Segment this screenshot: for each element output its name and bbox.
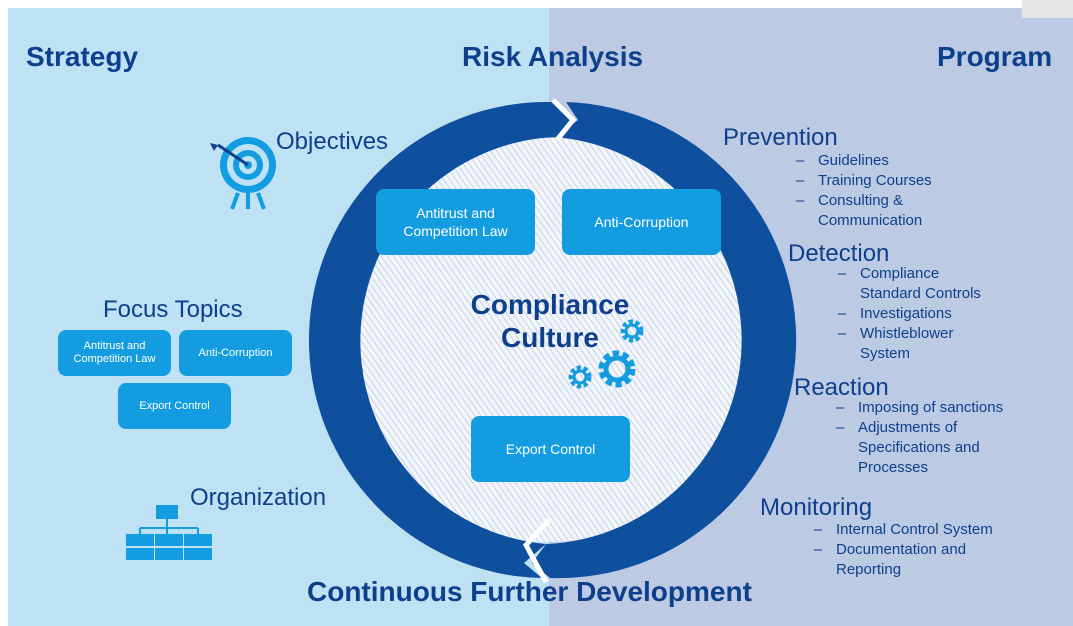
circle-export-control-label: Export Control — [505, 441, 596, 457]
focus-topic-anti-corruption-label: Anti-Corruption — [198, 347, 273, 359]
reaction-item: Adjustments of Specifications and Proces… — [836, 418, 1003, 478]
org-chart-icon — [126, 505, 212, 560]
ring-chevron-bottom — [522, 518, 551, 584]
monitoring-item: Internal Control System — [814, 520, 1024, 540]
reaction-heading: Reaction — [794, 374, 889, 401]
circle-antitrust-box: Antitrust and Competition Law — [376, 189, 535, 255]
detection-item: Compliance Standard Controls — [838, 264, 1000, 304]
detection-item: Investigations — [838, 304, 1008, 324]
strategy-heading: Strategy — [26, 41, 139, 72]
compliance-culture-line1: Compliance — [470, 289, 630, 320]
compliance-culture-title: Compliance Culture — [440, 288, 660, 354]
organization-label: Organization — [190, 484, 327, 511]
prevention-item: Guidelines — [796, 151, 966, 171]
objectives-label: Objectives — [276, 128, 389, 155]
target-icon — [210, 137, 276, 210]
focus-topic-antitrust-label: Antitrust and Competition Law — [73, 340, 156, 365]
focus-topics-label: Focus Topics — [103, 296, 243, 323]
reaction-list: Imposing of sanctions Adjustments of Spe… — [836, 398, 1026, 478]
reaction-item: Imposing of sanctions — [836, 398, 1026, 418]
monitoring-heading: Monitoring — [760, 494, 873, 521]
focus-topic-export-control-label: Export Control — [139, 400, 210, 412]
detection-item: Whistleblower System — [838, 324, 970, 364]
focus-topic-anti-corruption: Anti-Corruption — [179, 330, 292, 376]
focus-topic-export-control: Export Control — [118, 383, 231, 429]
risk-analysis-heading: Risk Analysis — [462, 41, 644, 72]
circle-anti-corruption-box: Anti-Corruption — [562, 189, 721, 255]
corner-tab — [1022, 0, 1073, 18]
prevention-item: Training Courses — [796, 171, 966, 191]
circle-anti-corruption-label: Anti-Corruption — [594, 214, 689, 230]
monitoring-list: Internal Control System Documentation an… — [814, 520, 1024, 580]
circle-antitrust-label: Antitrust and Competition Law — [403, 205, 508, 239]
program-heading: Program — [937, 41, 1053, 72]
continuous-development-heading: Continuous Further Development — [307, 576, 752, 607]
detection-list: Compliance Standard Controls Investigati… — [838, 264, 1008, 364]
detection-heading: Detection — [788, 240, 890, 267]
monitoring-item: Documentation and Reporting — [814, 540, 1001, 580]
compliance-culture-line2: Culture — [501, 322, 599, 353]
ring-arc-right — [532, 102, 797, 579]
prevention-list: Guidelines Training Courses Consulting &… — [796, 151, 966, 231]
circle-export-control-box: Export Control — [471, 416, 630, 482]
focus-topic-antitrust: Antitrust and Competition Law — [58, 330, 171, 376]
ring-chevron-top — [551, 98, 577, 142]
ring-arc-left — [308, 101, 570, 579]
prevention-item: Consulting & Communication — [796, 191, 948, 231]
gear-icon — [568, 319, 644, 389]
prevention-heading: Prevention — [723, 124, 838, 151]
